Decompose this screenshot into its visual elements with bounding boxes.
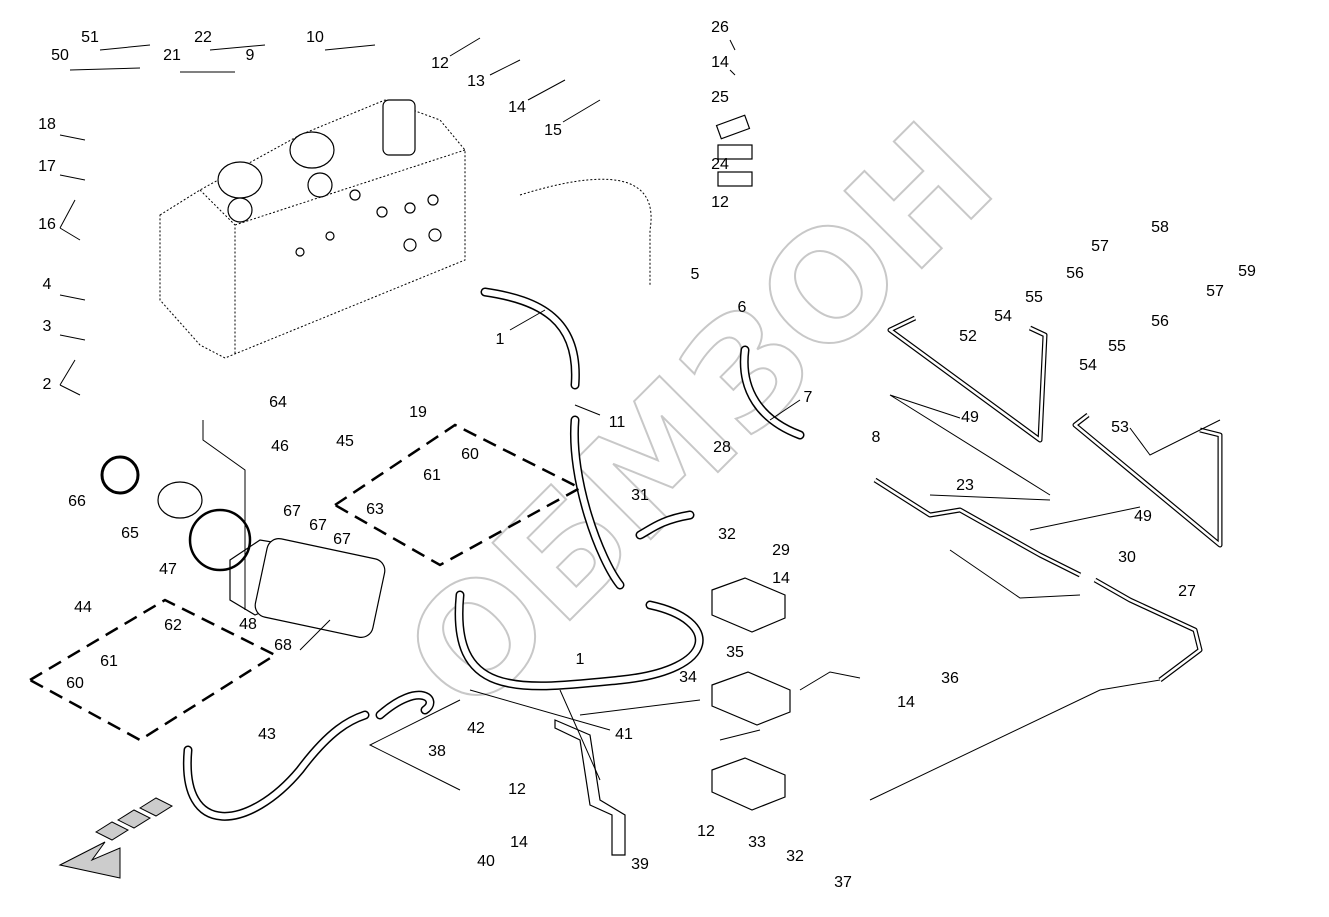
hydraulic-tank (159, 99, 466, 359)
callout-12: 12 (431, 55, 449, 72)
callout-28: 28 (713, 439, 731, 456)
callout-18: 18 (38, 116, 56, 133)
callout-5: 5 (691, 266, 700, 283)
callout-12: 12 (508, 781, 526, 798)
callout-12: 12 (697, 823, 715, 840)
callout-26: 26 (711, 19, 729, 36)
callout-54: 54 (1079, 357, 1097, 374)
callout-31: 31 (631, 487, 649, 504)
callout-48: 48 (239, 616, 257, 633)
callout-46: 46 (271, 438, 289, 455)
callout-38: 38 (428, 743, 446, 760)
callout-14: 14 (510, 834, 528, 851)
callout-67: 67 (309, 517, 327, 534)
callout-30: 30 (1118, 549, 1136, 566)
callout-25: 25 (711, 89, 729, 106)
callout-1: 1 (496, 331, 505, 348)
callout-12: 12 (711, 194, 729, 211)
callout-44: 44 (74, 599, 92, 616)
callout-56: 56 (1151, 313, 1169, 330)
callout-23: 23 (956, 477, 974, 494)
callout-62: 62 (164, 617, 182, 634)
valve-blocks (554, 114, 791, 856)
callout-2: 2 (43, 376, 52, 393)
callout-36: 36 (941, 670, 959, 687)
callout-6: 6 (738, 299, 747, 316)
callout-19: 19 (409, 404, 427, 421)
callout-59: 59 (1238, 263, 1256, 280)
callout-14: 14 (897, 694, 915, 711)
callout-54: 54 (994, 308, 1012, 325)
callout-34: 34 (679, 669, 697, 686)
callout-65: 65 (121, 525, 139, 542)
callout-3: 3 (43, 318, 52, 335)
hoses (182, 178, 805, 821)
callout-56: 56 (1066, 265, 1084, 282)
callout-9: 9 (246, 47, 255, 64)
callout-33: 33 (748, 834, 766, 851)
callout-15: 15 (544, 122, 562, 139)
callout-55: 55 (1108, 338, 1126, 355)
callout-47: 47 (159, 561, 177, 578)
callout-52: 52 (959, 328, 977, 345)
callout-29: 29 (772, 542, 790, 559)
callout-58: 58 (1151, 219, 1169, 236)
callout-8: 8 (872, 429, 881, 446)
callout-4: 4 (43, 276, 52, 293)
callout-42: 42 (467, 720, 485, 737)
callout-22: 22 (194, 29, 212, 46)
callout-57: 57 (1206, 283, 1224, 300)
callout-39: 39 (631, 856, 649, 873)
callout-14: 14 (711, 54, 729, 71)
callout-24: 24 (711, 156, 729, 173)
callout-63: 63 (366, 501, 384, 518)
callout-55: 55 (1025, 289, 1043, 306)
callout-64: 64 (269, 394, 287, 411)
callout-21: 21 (163, 47, 181, 64)
callout-17: 17 (38, 158, 56, 175)
callout-7: 7 (804, 389, 813, 406)
callout-41: 41 (615, 726, 633, 743)
callout-13: 13 (467, 73, 485, 90)
callout-45: 45 (336, 433, 354, 450)
callout-68: 68 (274, 637, 292, 654)
callout-27: 27 (1178, 583, 1196, 600)
callout-35: 35 (726, 644, 744, 661)
callout-16: 16 (38, 216, 56, 233)
callout-32: 32 (718, 526, 736, 543)
callout-10: 10 (306, 29, 324, 46)
direction-arrow-icon (58, 797, 174, 879)
callout-40: 40 (477, 853, 495, 870)
callout-61: 61 (100, 653, 118, 670)
callout-61: 61 (423, 467, 441, 484)
callout-32: 32 (786, 848, 804, 865)
callout-49: 49 (961, 409, 979, 426)
callout-53: 53 (1111, 419, 1129, 436)
callout-66: 66 (68, 493, 86, 510)
detail-box-19 (332, 423, 583, 567)
callout-37: 37 (834, 874, 852, 891)
callout-11: 11 (609, 414, 626, 431)
pipes (873, 315, 1223, 682)
callout-60: 60 (66, 675, 84, 692)
callout-51: 51 (81, 29, 99, 46)
callout-49: 49 (1134, 508, 1152, 525)
leader-lines (59, 37, 1221, 801)
callout-43: 43 (258, 726, 276, 743)
callout-57: 57 (1091, 238, 1109, 255)
callout-14: 14 (508, 99, 526, 116)
callout-14: 14 (772, 570, 790, 587)
callout-67: 67 (283, 503, 301, 520)
callout-1: 1 (576, 651, 585, 668)
callout-50: 50 (51, 47, 69, 64)
callout-67: 67 (333, 531, 351, 548)
callout-60: 60 (461, 446, 479, 463)
